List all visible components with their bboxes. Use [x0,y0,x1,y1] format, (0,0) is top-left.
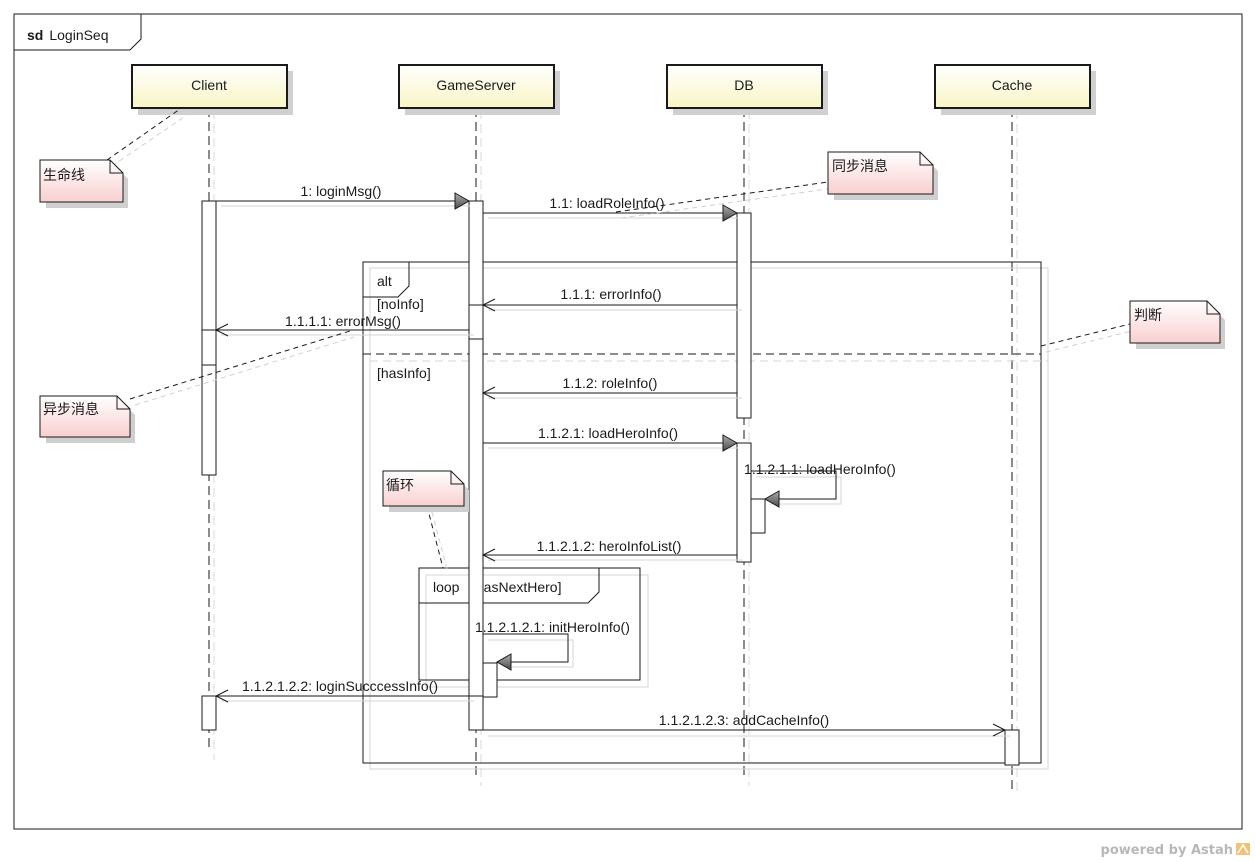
message-addcacheinfo[interactable] [483,723,1010,737]
note-sync-text: 同步消息 [832,158,888,175]
note-judge[interactable]: 判断 [1129,300,1225,349]
note-connector-async [129,330,351,400]
message-roleinfo[interactable] [481,386,742,400]
diagram-name: LoginSeq [49,27,108,43]
message-labels: 1: loginMsg() 1.1: loadRoleInfo() 1.1.1:… [242,183,896,728]
lifeline-cache[interactable]: Cache [934,64,1096,115]
loop-fragment[interactable]: loop [hasNextHero] [418,567,649,688]
lifeline-db-label: DB [734,77,753,93]
message-loadroleinfo[interactable] [483,204,739,222]
loop-operator: loop [433,579,460,595]
message-label-loginsuccessinfo: 1.1.2.1.2.2: loginSucccessInfo() [242,678,438,694]
note-connector-judge [1040,323,1131,347]
diagram-frame-tab [14,14,142,51]
message-arrows [214,192,1010,737]
message-label-errormsg: 1.1.1.1: errorMsg() [285,313,401,329]
activation-client-3 [201,695,217,731]
note-connector-lifeline [106,108,181,161]
alt-fragment[interactable]: alt [noInfo] [hasInfo] [362,261,1049,770]
note-loop[interactable]: 循环 [382,470,469,512]
message-loadheroinfo[interactable] [483,434,739,452]
message-label-heroinfolist: 1.1.2.1.2: heroInfoList() [537,538,682,554]
astah-logo-icon [1236,843,1250,855]
notes: 生命线 同步消息 判断 异步消息 循环 [39,151,1225,512]
diagram-frame [13,13,1243,830]
note-lifeline[interactable]: 生命线 [39,159,128,208]
message-label-loadheroinfo-self: 1.1.2.1.1: loadHeroInfo() [744,461,896,477]
note-sync[interactable]: 同步消息 [827,151,938,200]
message-label-roleinfo: 1.1.2: roleInfo() [563,375,658,391]
note-connector-loop [426,505,444,569]
activation-db-1 [736,212,752,419]
message-loginsuccessinfo[interactable] [214,689,483,703]
message-loadheroinfo-self[interactable] [751,470,842,508]
activation-client-2 [201,329,217,366]
message-label-loginmsg: 1: loginMsg() [301,183,382,199]
note-async-text: 异步消息 [43,401,99,418]
watermark: powered by Astah [1101,843,1250,858]
message-label-errorinfo: 1.1.1: errorInfo() [560,286,661,302]
message-label-addcacheinfo: 1.1.2.1.2.3: addCacheInfo() [659,712,829,728]
note-async[interactable]: 异步消息 [39,395,135,443]
note-judge-text: 判断 [1134,308,1162,324]
message-label-loadheroinfo: 1.1.2.1: loadHeroInfo() [538,425,678,441]
activation-gameserver-2 [468,304,484,340]
note-connectors [106,108,1137,574]
lifeline-headers: Client GameServer DB Cache [131,64,1096,115]
watermark-text: powered by Astah [1101,843,1233,858]
lifeline-gameserver[interactable]: GameServer [398,64,560,115]
lifeline-gameserver-label: GameServer [436,77,516,93]
activation-gameserver-1 [468,200,484,731]
lifeline-db[interactable]: DB [666,64,828,115]
activation-gameserver-3 [482,662,498,698]
message-errorinfo[interactable] [481,298,742,312]
activations [201,200,1020,766]
lifeline-cache-label: Cache [992,77,1033,93]
alt-operator: alt [377,273,392,289]
message-initheroinfo-self[interactable] [483,633,574,671]
message-loginmsg[interactable] [216,192,471,210]
note-loop-text: 循环 [386,478,414,494]
alt-guard-hasinfo: [hasInfo] [377,365,431,381]
lifeline-client[interactable]: Client [131,64,293,115]
activation-db-3 [750,498,766,534]
activation-cache-1 [1004,729,1020,766]
alt-guard-noinfo: [noInfo] [377,296,424,312]
message-label-initheroinfo: 1.1.2.1.2.1: initHeroInfo() [475,619,630,635]
message-label-loadroleinfo: 1.1: loadRoleInfo() [549,195,664,211]
loop-guard: [hasNextHero] [472,579,561,595]
message-errormsg[interactable] [214,323,474,337]
diagram-kind-label: sd [27,27,43,43]
message-heroinfolist[interactable] [481,548,742,562]
note-lifeline-text: 生命线 [43,167,85,184]
lifeline-client-label: Client [191,77,227,93]
diagram-border [13,13,1243,830]
